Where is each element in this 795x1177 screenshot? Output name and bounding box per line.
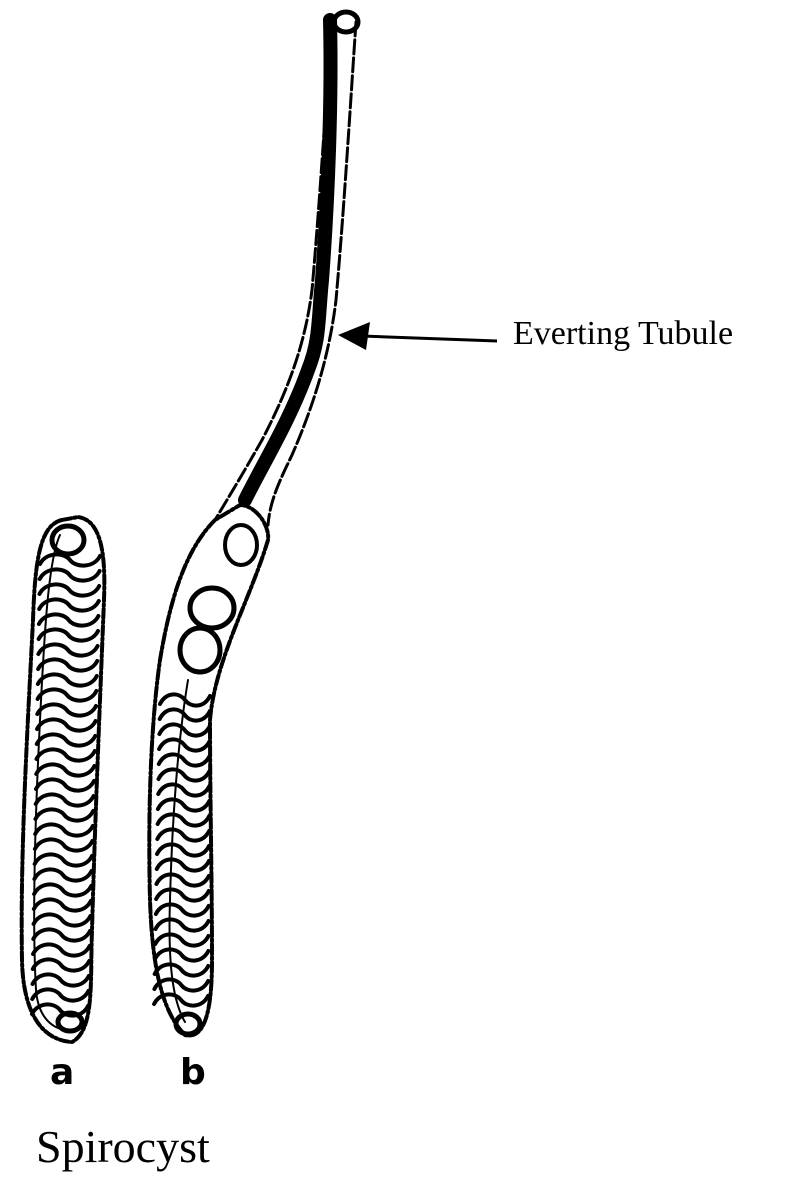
coil-turn bbox=[37, 749, 95, 760]
coil-turn bbox=[159, 724, 209, 735]
coil-turn bbox=[156, 874, 208, 885]
coil-turn bbox=[34, 869, 91, 880]
coil-turn bbox=[154, 994, 208, 1005]
coil-turn bbox=[159, 769, 210, 780]
coil-turn bbox=[156, 904, 209, 915]
coil-turn bbox=[155, 964, 209, 975]
coil-turn bbox=[38, 689, 97, 700]
coil-turn bbox=[37, 734, 95, 745]
panel-b-caption: b bbox=[180, 1052, 206, 1093]
capsule-b-coils bbox=[154, 694, 210, 1005]
coil-turn bbox=[156, 919, 209, 930]
panel-a-caption: a bbox=[50, 1052, 74, 1093]
coil-turn bbox=[35, 824, 93, 835]
coil-turn bbox=[33, 959, 89, 970]
figure-title: Spirocyst bbox=[36, 1120, 210, 1173]
coil-turn bbox=[35, 809, 93, 820]
capsule-a-tip bbox=[52, 526, 84, 554]
tubule-loop-2 bbox=[190, 588, 234, 628]
coil-turn bbox=[38, 644, 97, 655]
coil-turn bbox=[35, 854, 92, 865]
spirocyst-a-drawing bbox=[22, 517, 105, 1042]
coil-turn bbox=[159, 739, 210, 750]
capsule-b-base bbox=[176, 1014, 200, 1034]
coil-turn bbox=[160, 709, 210, 720]
coil-turn bbox=[157, 844, 209, 855]
tubule-tip bbox=[334, 12, 358, 32]
coil-turn bbox=[39, 614, 98, 625]
coil-turn bbox=[156, 889, 209, 900]
coil-turn bbox=[34, 899, 91, 910]
coil-turn bbox=[159, 754, 210, 765]
coil-turn bbox=[40, 569, 100, 580]
coil-turn bbox=[155, 949, 208, 960]
coil-turn bbox=[33, 944, 90, 955]
arrow-head bbox=[338, 322, 370, 350]
everting-tubule bbox=[245, 20, 331, 500]
coil-turn bbox=[33, 974, 89, 985]
coil-turn bbox=[158, 814, 210, 825]
coil-turn bbox=[38, 674, 97, 685]
coil-turn bbox=[158, 784, 209, 795]
tubule-loop-1 bbox=[225, 525, 257, 565]
coil-turn bbox=[36, 794, 94, 805]
coil-turn bbox=[157, 829, 209, 840]
everting-tubule-label: Everting Tubule bbox=[513, 315, 733, 353]
annotation-arrow bbox=[338, 322, 497, 350]
coil-turn bbox=[157, 859, 209, 870]
coil-turn bbox=[32, 989, 88, 1000]
coil-turn bbox=[38, 659, 97, 670]
coil-turn bbox=[34, 884, 91, 895]
coil-turn bbox=[36, 764, 94, 775]
arrow-shaft bbox=[362, 336, 497, 341]
spirocyst-b-drawing bbox=[149, 12, 358, 1036]
coil-turn bbox=[155, 934, 208, 945]
coil-turn bbox=[37, 719, 96, 730]
coil-turn bbox=[33, 929, 90, 940]
coil-turn bbox=[36, 779, 94, 790]
capsule-a-coils bbox=[32, 554, 100, 1015]
tubule-loop-3 bbox=[180, 628, 220, 672]
coil-turn bbox=[158, 799, 209, 810]
coil-turn bbox=[39, 629, 98, 640]
coil-turn bbox=[34, 914, 91, 925]
coil-turn bbox=[37, 704, 96, 715]
coil-turn bbox=[35, 839, 92, 850]
